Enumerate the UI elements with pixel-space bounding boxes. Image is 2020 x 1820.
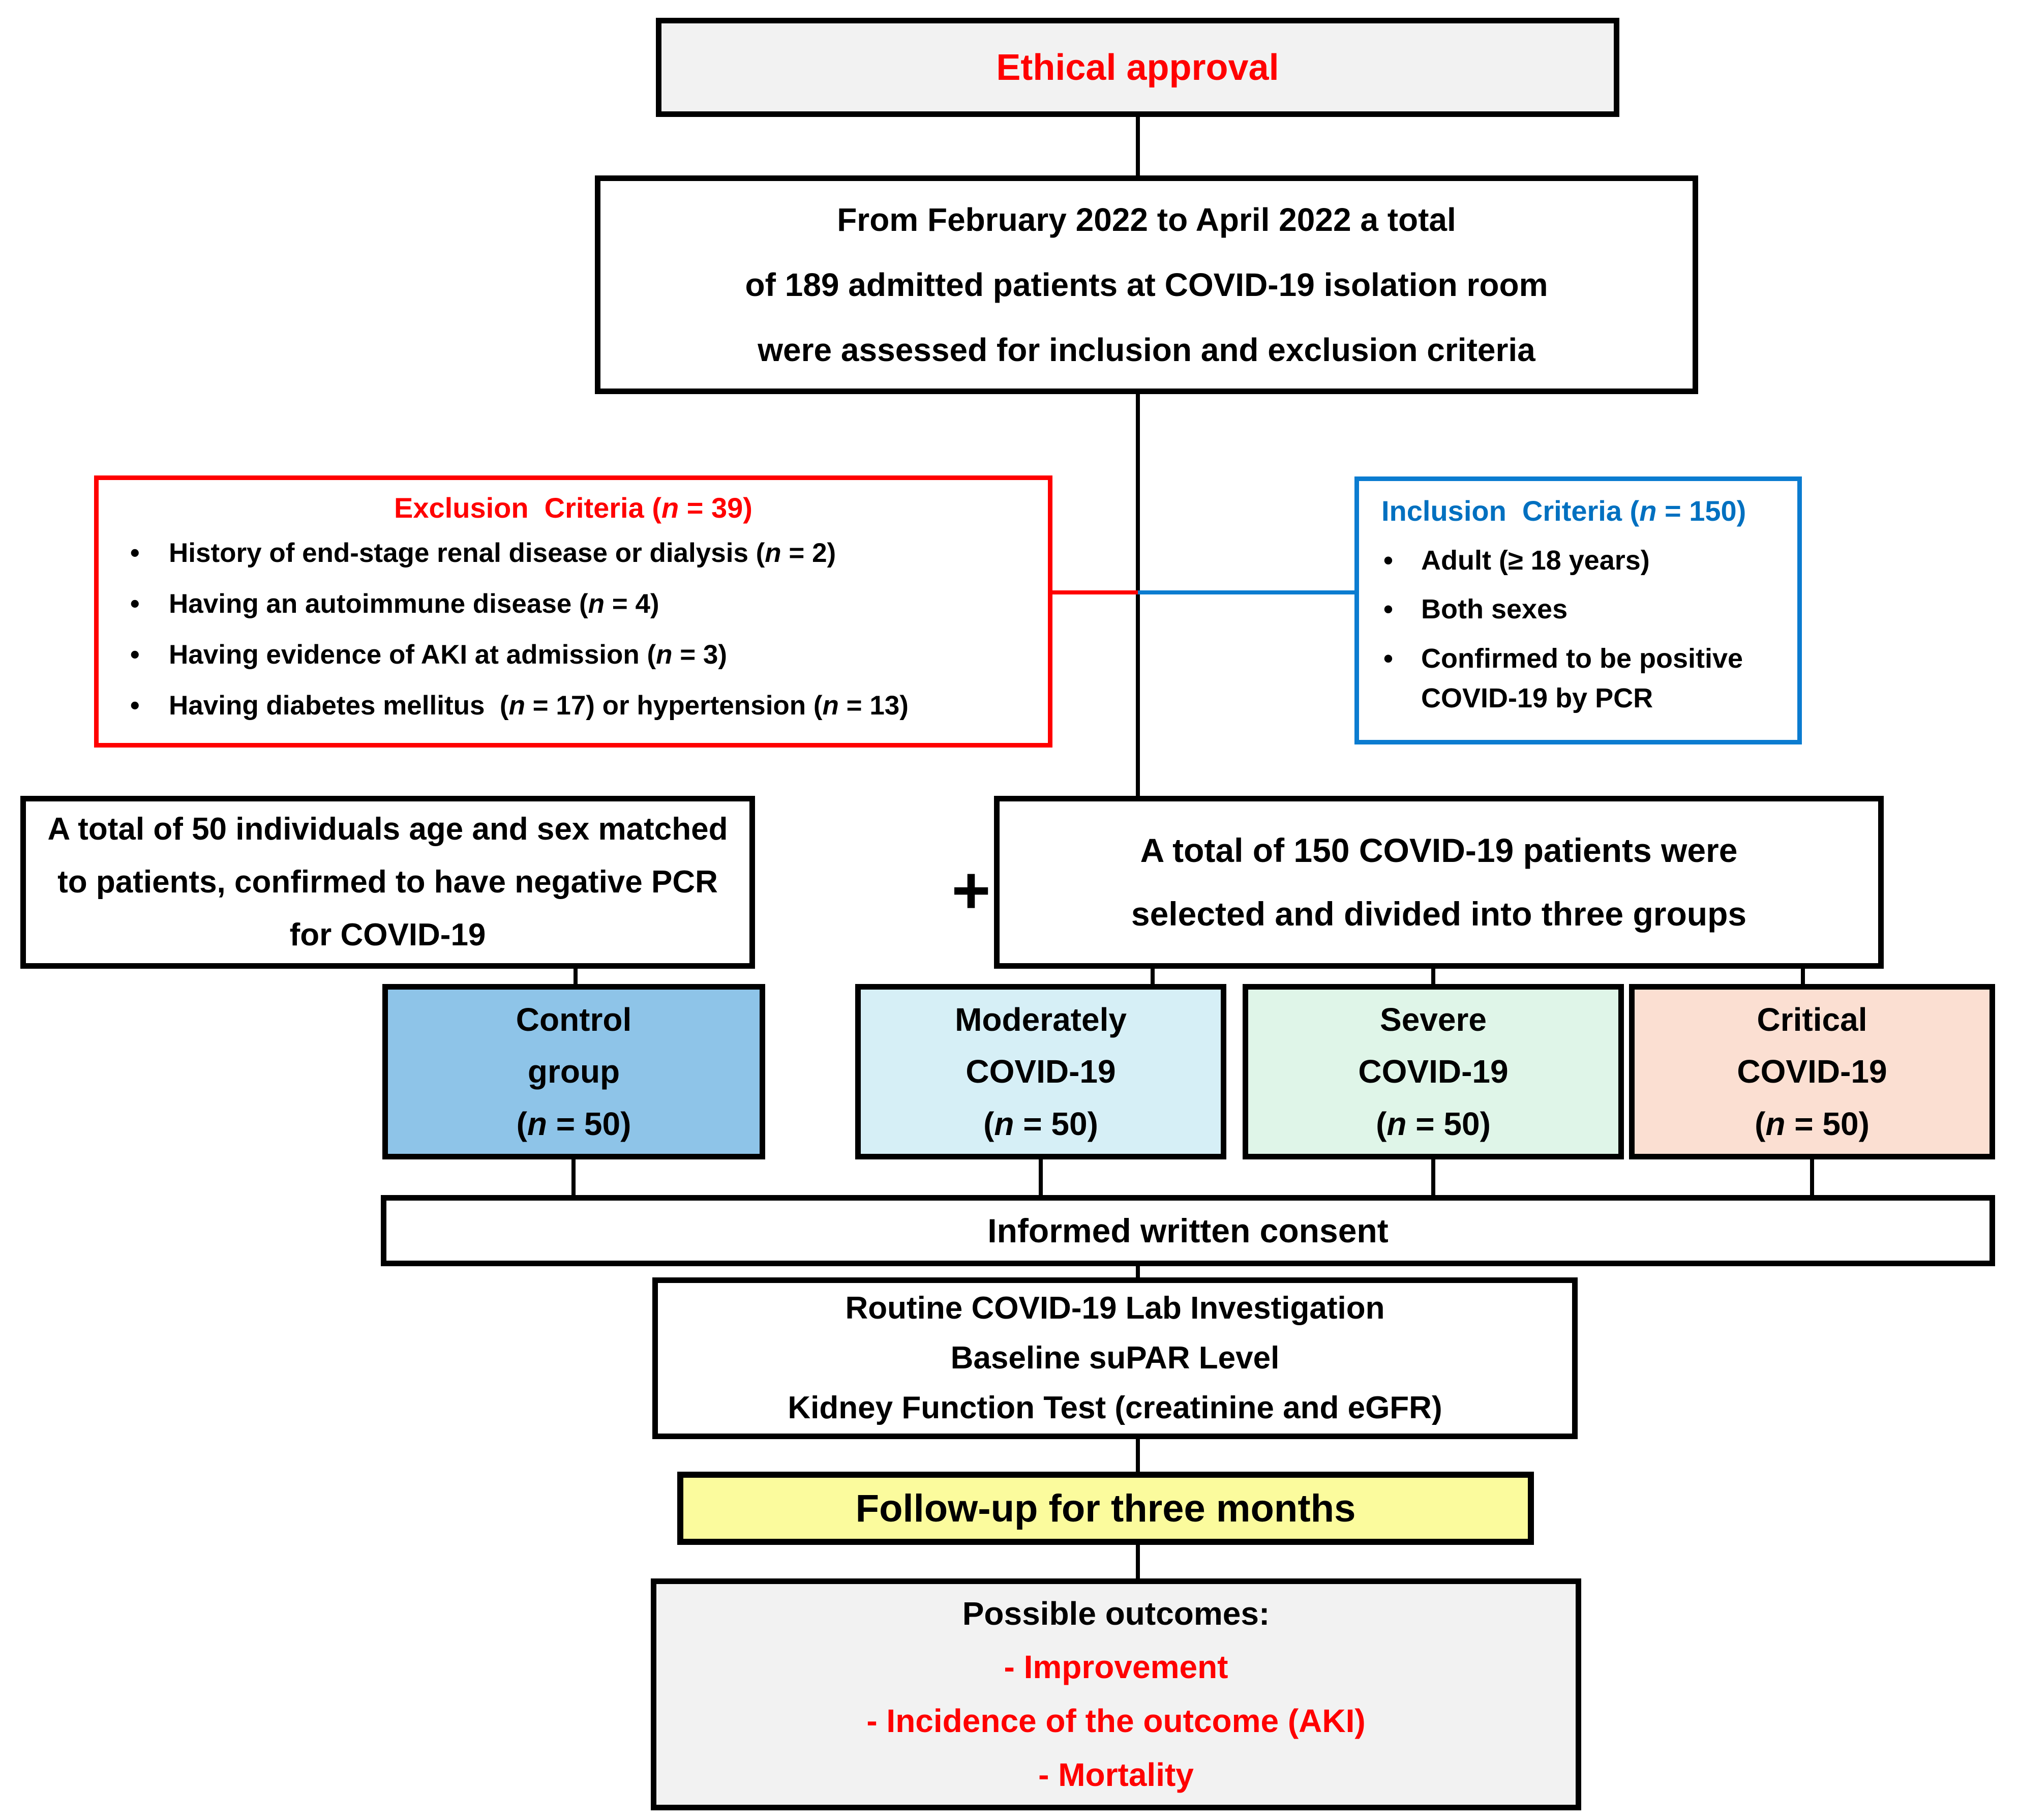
exclusion-item: History of end-stage renal disease or di… — [109, 535, 1038, 571]
plus-sign: + — [951, 852, 991, 928]
lab-line: Baseline suPAR Level — [950, 1340, 1280, 1376]
lab-line: Routine COVID-19 Lab Investigation — [845, 1291, 1385, 1326]
patients-line: selected and divided into three groups — [1131, 895, 1747, 933]
outcome-item: - Incidence of the outcome (AKI) — [866, 1703, 1366, 1739]
lab-investigation-box: Routine COVID-19 Lab Investigation Basel… — [652, 1277, 1578, 1439]
exclusion-criteria-box: Exclusion Criteria (n = 39) History of e… — [94, 475, 1052, 748]
inclusion-criteria-box: Inclusion Criteria (n = 150) Adult (≥ 18… — [1354, 476, 1802, 744]
inclusion-item: Both sexes — [1368, 589, 1788, 630]
cohort-line: to patients, confirmed to have negative … — [57, 864, 718, 900]
control-cohort-box: A total of 50 individuals age and sex ma… — [20, 796, 755, 969]
covid-patients-box: A total of 150 COVID-19 patients were se… — [994, 796, 1884, 969]
exclusion-item: Having evidence of AKI at admission (n =… — [109, 637, 1038, 673]
outcomes-box: Possible outcomes: - Improvement - Incid… — [651, 1578, 1581, 1810]
cohort-line: A total of 50 individuals age and sex ma… — [47, 811, 728, 847]
group-label: Control — [516, 1001, 632, 1038]
inclusion-criteria-list: Adult (≥ 18 years) Both sexes Confirmed … — [1368, 541, 1788, 727]
assessment-line: were assessed for inclusion and exclusio… — [758, 332, 1535, 368]
ethical-approval-box: Ethical approval — [656, 18, 1619, 117]
group-label: group — [527, 1053, 620, 1090]
ethical-approval-label: Ethical approval — [996, 47, 1279, 88]
assessment-line: From February 2022 to April 2022 a total — [837, 201, 1456, 238]
informed-consent-label: Informed written consent — [987, 1212, 1389, 1249]
group-n: (n = 50) — [516, 1105, 631, 1142]
exclusion-item: Having an autoimmune disease (n = 4) — [109, 586, 1038, 622]
group-box-control: Control group (n = 50) — [382, 984, 765, 1159]
group-box-critical: Critical COVID-19 (n = 50) — [1629, 984, 1995, 1159]
followup-box: Follow-up for three months — [677, 1472, 1534, 1545]
group-n: (n = 50) — [983, 1105, 1098, 1142]
assessment-line: of 189 admitted patients at COVID-19 iso… — [745, 266, 1548, 303]
group-label: COVID-19 — [1737, 1053, 1887, 1090]
inclusion-item: Adult (≥ 18 years) — [1368, 541, 1788, 581]
informed-consent-box: Informed written consent — [381, 1195, 1995, 1266]
lab-line: Kidney Function Test (creatinine and eGF… — [788, 1390, 1442, 1425]
inclusion-item: Confirmed to be positive COVID-19 by PCR — [1368, 639, 1788, 719]
group-label: COVID-19 — [1358, 1053, 1509, 1090]
followup-label: Follow-up for three months — [855, 1486, 1356, 1530]
group-label: Critical — [1757, 1001, 1867, 1038]
inclusion-criteria-title: Inclusion Criteria (n = 150) — [1381, 495, 1746, 527]
group-n: (n = 50) — [1755, 1105, 1870, 1142]
exclusion-item: Having diabetes mellitus (n = 17) or hyp… — [109, 688, 1038, 724]
group-label: Moderately — [955, 1001, 1127, 1038]
patients-line: A total of 150 COVID-19 patients were — [1140, 831, 1738, 869]
outcomes-title: Possible outcomes: — [962, 1595, 1270, 1632]
group-label: COVID-19 — [966, 1053, 1116, 1090]
outcome-item: - Mortality — [1038, 1756, 1194, 1793]
group-n: (n = 50) — [1376, 1105, 1491, 1142]
group-box-severe: Severe COVID-19 (n = 50) — [1243, 984, 1624, 1159]
cohort-line: for COVID-19 — [289, 917, 486, 953]
group-box-moderate: Moderately COVID-19 (n = 50) — [855, 984, 1226, 1159]
outcome-item: - Improvement — [1004, 1649, 1228, 1686]
assessment-box: From February 2022 to April 2022 a total… — [595, 175, 1698, 394]
exclusion-criteria-title: Exclusion Criteria (n = 39) — [394, 492, 752, 524]
group-label: Severe — [1380, 1001, 1487, 1038]
exclusion-criteria-list: History of end-stage renal disease or di… — [109, 535, 1038, 739]
